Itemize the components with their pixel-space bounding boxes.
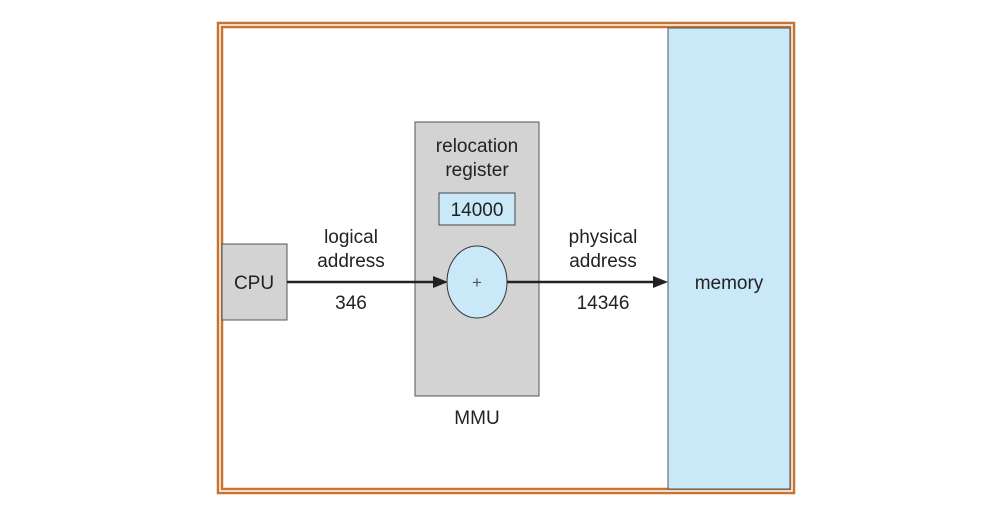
register-title-line2: register (445, 160, 509, 181)
relocation-register (438, 192, 516, 226)
memory-label: memory (695, 273, 764, 294)
physical-label-line1: physical (569, 227, 638, 248)
physical-arrowhead-icon (653, 276, 668, 288)
physical-label-line2: address (569, 251, 637, 272)
logical-arrowhead-icon (433, 276, 448, 288)
logical-label-line2: address (317, 251, 385, 272)
mmu-label: MMU (454, 408, 499, 429)
physical-address-value: 14346 (577, 293, 630, 314)
outer-frame (216, 21, 796, 495)
logical-label-line1: logical (324, 227, 378, 248)
cpu-box (221, 243, 288, 321)
cpu-label: CPU (234, 273, 274, 294)
register-value: 14000 (451, 200, 504, 221)
memory-block (667, 27, 791, 490)
register-title-line1: relocation (436, 136, 518, 157)
logical-address-value: 346 (335, 293, 367, 314)
plus-icon: + (472, 273, 482, 292)
